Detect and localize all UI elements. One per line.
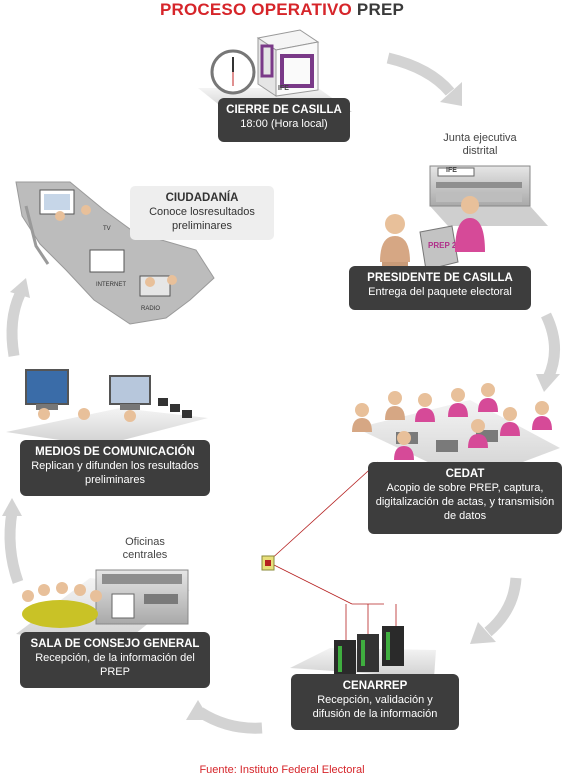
monitor-icon-2 [109,375,151,410]
map-label-tv: TV [103,226,111,232]
sala-illustration [16,569,190,646]
note-junta: Junta ejecutiva distrital [443,132,517,157]
stage-medios: MEDIOS DE COMUNICACIÓN Replican y difund… [20,440,210,496]
arrow-sala-to-medios [4,511,24,584]
stage-medios-heading: MEDIOS DE COMUNICACIÓN [35,446,195,458]
arrow-cedat-to-cenarrep [484,577,522,637]
title-part2: PREP [356,0,405,19]
stage-cierre: CIERRE DE CASILLA 18:00 (Hora local) [218,98,350,142]
stage-medios-desc: Replican y difunden los resultados preli… [31,460,199,486]
source-note: Fuente: Instituto Federal Electoral [199,764,365,776]
stage-sala-heading: SALA DE CONSEJO GENERAL [30,638,200,650]
stage-cedat: CEDAT Acopio de sobre PREP, captura, dig… [368,462,562,534]
stage-cedat-desc: Acopio de sobre PREP, captura, digitaliz… [375,482,555,522]
stage-cenarrep: CENARREP Recepción, validación y difusió… [291,674,459,730]
stage-cenarrep-desc: Recepción, validación y difusión de la i… [312,694,438,720]
router-icon [261,555,275,571]
ife-label-junta: IFE [446,167,457,174]
stage-ciudadania: CIUDADANÍA Conoce losresultados prelimin… [130,186,274,240]
title-part1: PROCESO OPERATIVO [159,0,352,19]
stage-cedat-heading: CEDAT [445,468,485,480]
stage-ciudadania-heading: CIUDADANÍA [165,192,239,204]
person-icon [380,214,410,272]
staff-group [352,383,552,460]
stage-presidente-heading: PRESIDENTE DE CASILLA [367,272,513,284]
prep-package-icon: PREP 2012 [419,225,470,271]
arrow-medios-to-ciudadania [6,291,26,357]
stage-cierre-desc: 18:00 (Hora local) [240,118,328,130]
ife-label: IFE [278,85,289,92]
stage-sala-desc: Recepción, de la información del PREP [35,652,195,678]
ballot-box-icon [256,29,320,97]
stage-presidente-desc: Entrega del paquete electoral [368,286,512,298]
network-connector [267,461,397,642]
stage-ciudadania-desc: Conoce losresultados preliminares [149,206,255,232]
presidente-illustration: PREP 2012 [380,165,548,272]
stage-cierre-heading: CIERRE DE CASILLA [226,104,342,116]
monitor-icon [25,369,69,410]
cycle-arrows [2,52,561,734]
arrow-presidente-to-cedat [540,312,561,381]
map-label-radio: RADIO [141,306,161,312]
ciudadania-illustration [15,181,215,325]
staff-person-icon [455,196,485,252]
cedat-illustration [352,383,560,482]
arrow-cierre-to-presidente [386,52,455,96]
map-label-internet: INTERNET [96,282,126,288]
server-icon [334,626,404,676]
prep-package-label: PREP 2012 [428,241,470,250]
medios-illustration [6,369,208,446]
council-table [22,600,98,628]
stage-presidente: PRESIDENTE DE CASILLA Entrega del paquet… [349,266,531,310]
camera-icon [158,398,192,418]
stage-sala: SALA DE CONSEJO GENERAL Recepción, de la… [20,632,210,688]
cenarrep-illustration [290,626,436,678]
page-title: PROCESO OPERATIVO PREP [0,0,564,20]
arrow-cenarrep-to-sala [197,707,263,734]
note-oficinas: Oficinas centrales [122,536,168,561]
stage-cenarrep-heading: CENARREP [342,680,408,692]
